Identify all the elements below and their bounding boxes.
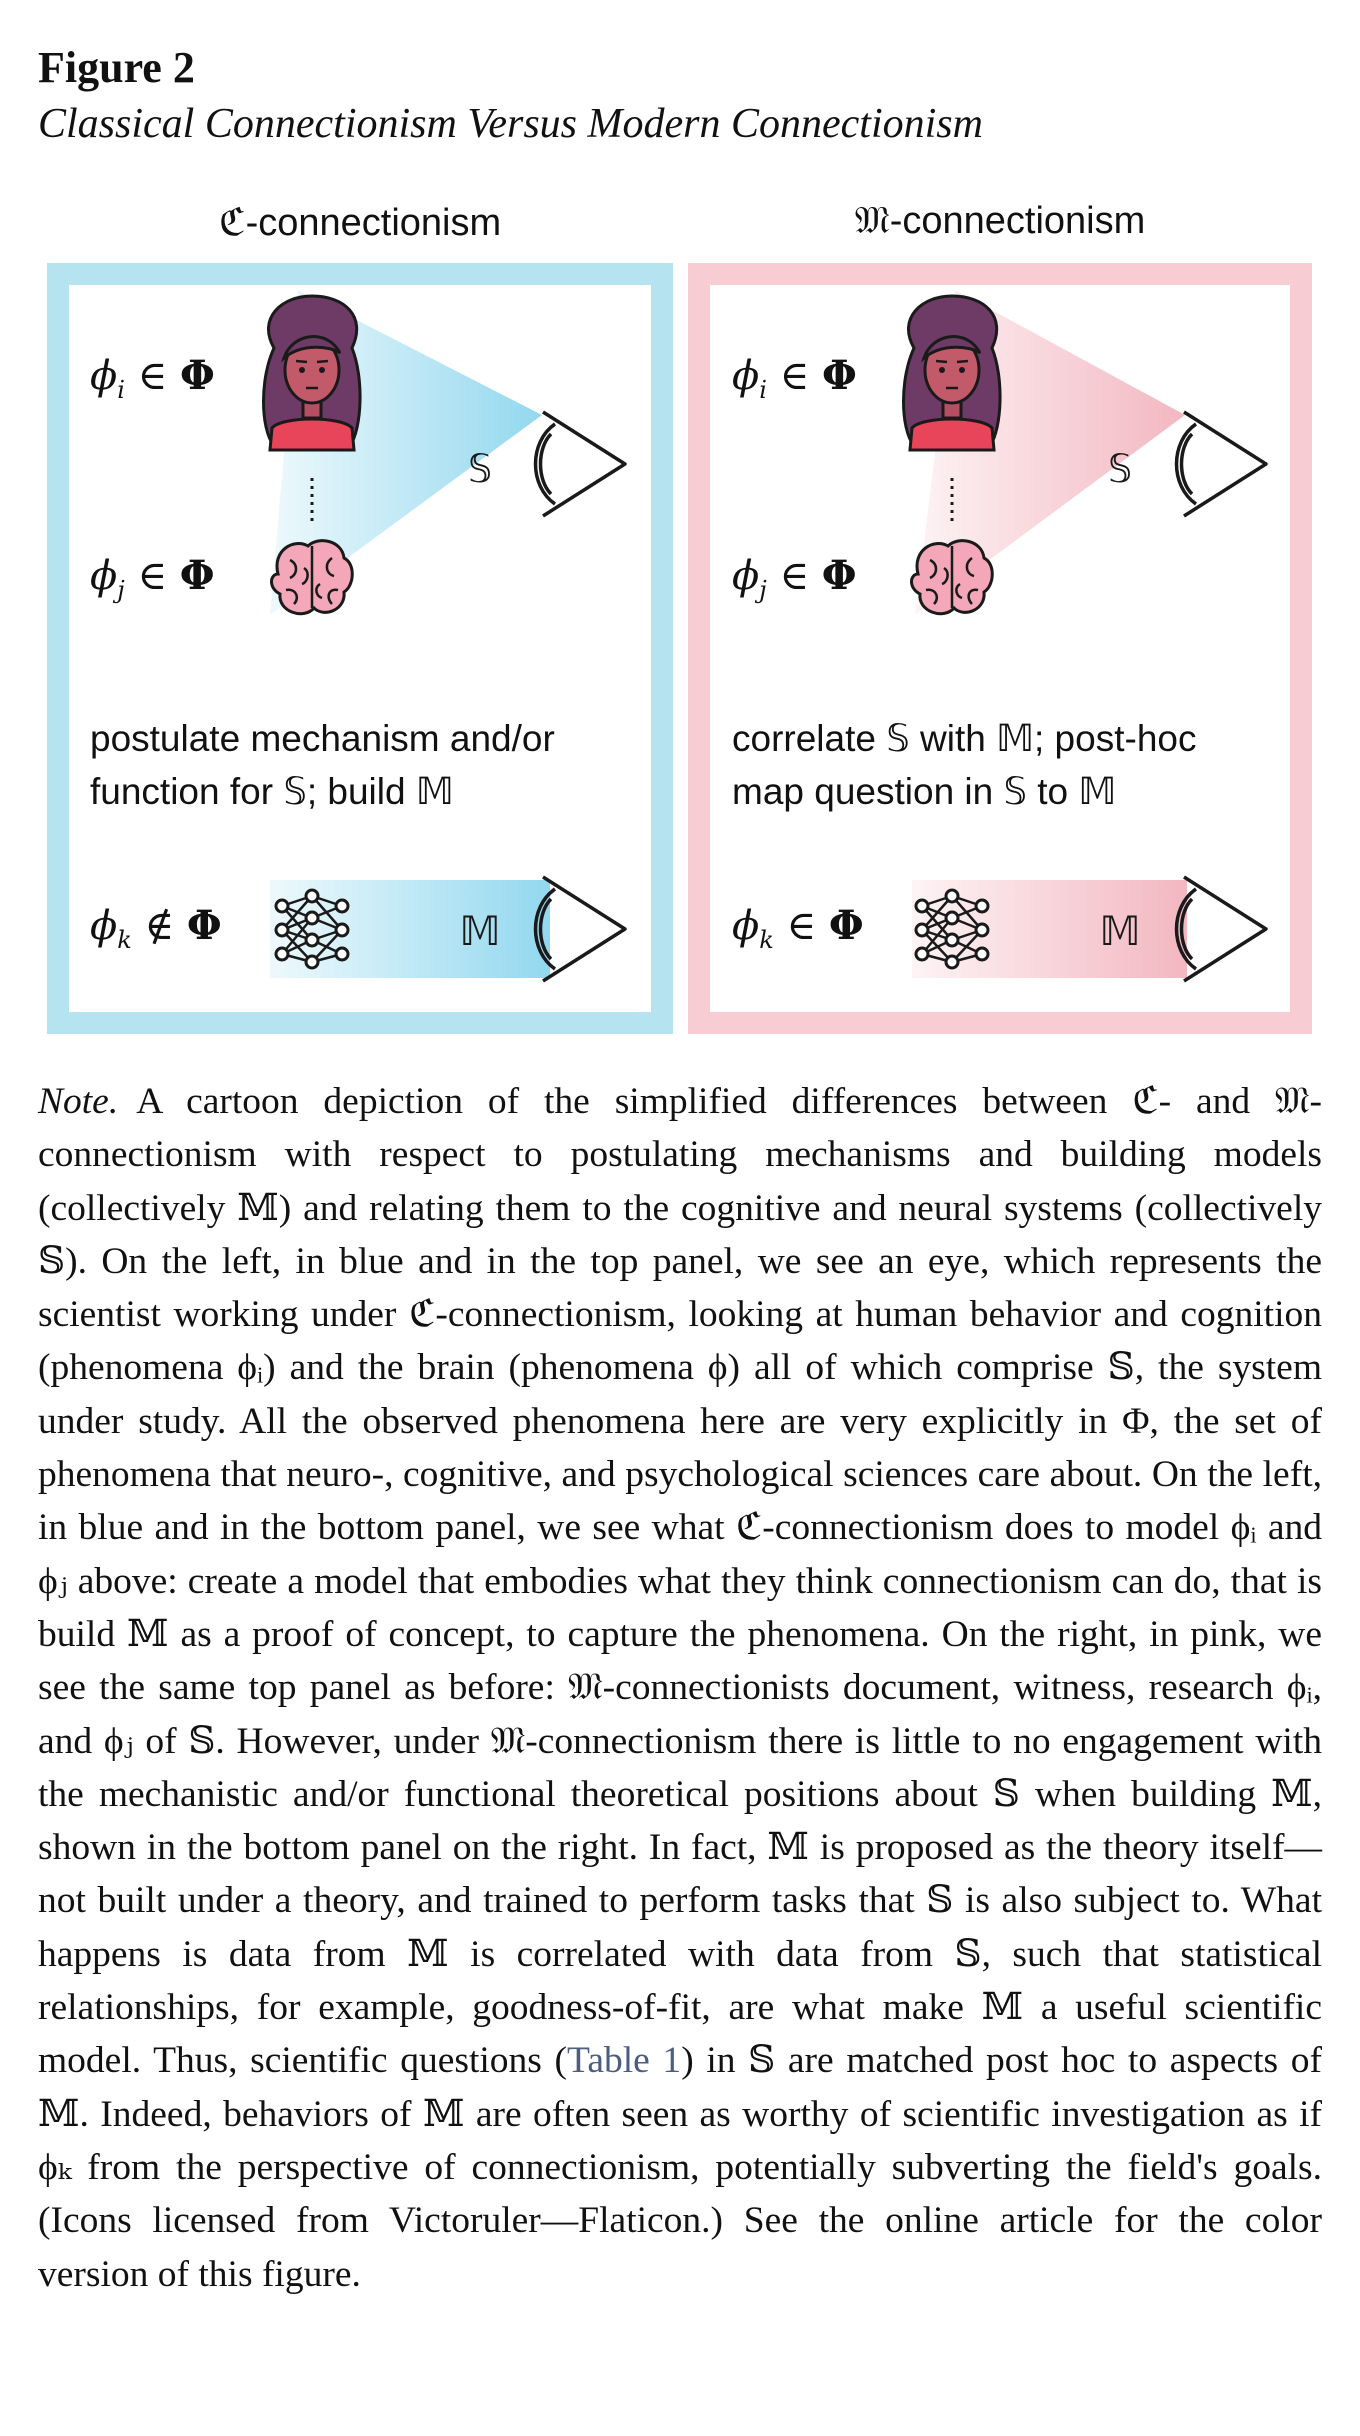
woman-face-icon <box>264 296 361 450</box>
woman-face-icon <box>904 296 1001 450</box>
left-phi-k-label: ϕk ∉ Φ <box>90 902 222 954</box>
note-lead: Note. <box>38 1081 118 1122</box>
right-phi-k-label: ϕk ∈ Φ <box>732 902 864 954</box>
note-text-part1: A cartoon depiction of the simplified di… <box>38 1081 1322 2081</box>
figure-note: Note.A cartoon depiction of the simplifi… <box>38 1075 1322 2301</box>
left-phi-j-label: ϕj ∈ Φ <box>90 552 215 604</box>
brain-icon <box>912 541 993 614</box>
eye-icon <box>1177 877 1267 981</box>
right-system-label: 𝕊 <box>1108 447 1132 491</box>
right-phi-j-label: ϕj ∈ Φ <box>732 552 857 604</box>
left-system-label: 𝕊 <box>468 447 492 491</box>
brain-icon <box>272 541 353 614</box>
figure-diagram: 𝕊 𝕊 𝕄 𝕄 <box>0 0 1360 1060</box>
left-phi-i-label: ϕi ∈ Φ <box>90 352 215 404</box>
left-panel-description: postulate mechanism and/or function for … <box>90 712 650 818</box>
eye-icon <box>536 412 626 516</box>
table-1-link[interactable]: Table 1 <box>567 2040 681 2081</box>
right-panel-description: correlate 𝕊 with 𝕄; post-hoc map questio… <box>732 712 1292 818</box>
left-model-label: 𝕄 <box>460 909 501 955</box>
right-phi-i-label: ϕi ∈ Φ <box>732 352 857 404</box>
eye-icon <box>1177 412 1267 516</box>
right-model-label: 𝕄 <box>1100 909 1141 955</box>
